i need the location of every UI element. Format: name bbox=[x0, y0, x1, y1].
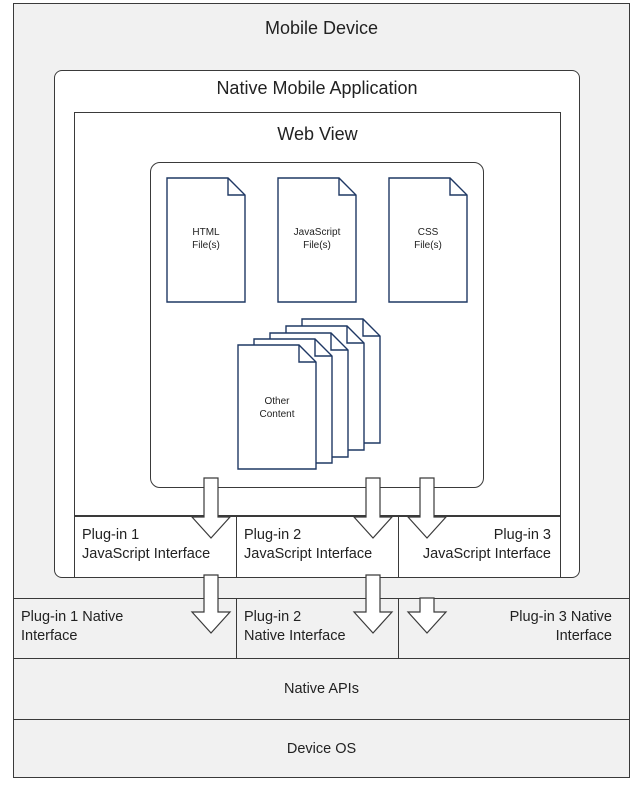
mobile-device-title: Mobile Device bbox=[264, 18, 379, 38]
native-app-title: Native Mobile Application bbox=[216, 78, 418, 98]
js-divider-1 bbox=[236, 516, 237, 578]
arrow-down-icon bbox=[190, 477, 232, 539]
native-interface-row bbox=[13, 598, 630, 659]
arrow-down-icon bbox=[352, 574, 394, 634]
arrow-down-icon bbox=[352, 477, 394, 539]
js-divider-2 bbox=[398, 516, 399, 578]
web-view-title: Web View bbox=[277, 124, 358, 144]
native-apis-label: Native APIs bbox=[284, 681, 359, 697]
arrow-down-icon bbox=[406, 477, 448, 539]
native-divider-2 bbox=[398, 598, 399, 659]
device-os-label: Device OS bbox=[286, 741, 357, 757]
native-divider-1 bbox=[236, 598, 237, 659]
arrow-down-icon bbox=[190, 574, 232, 634]
device-os-row bbox=[13, 719, 630, 778]
arrow-down-icon bbox=[406, 597, 448, 634]
native-apis-row bbox=[13, 658, 630, 720]
js-interface-row bbox=[74, 516, 561, 578]
